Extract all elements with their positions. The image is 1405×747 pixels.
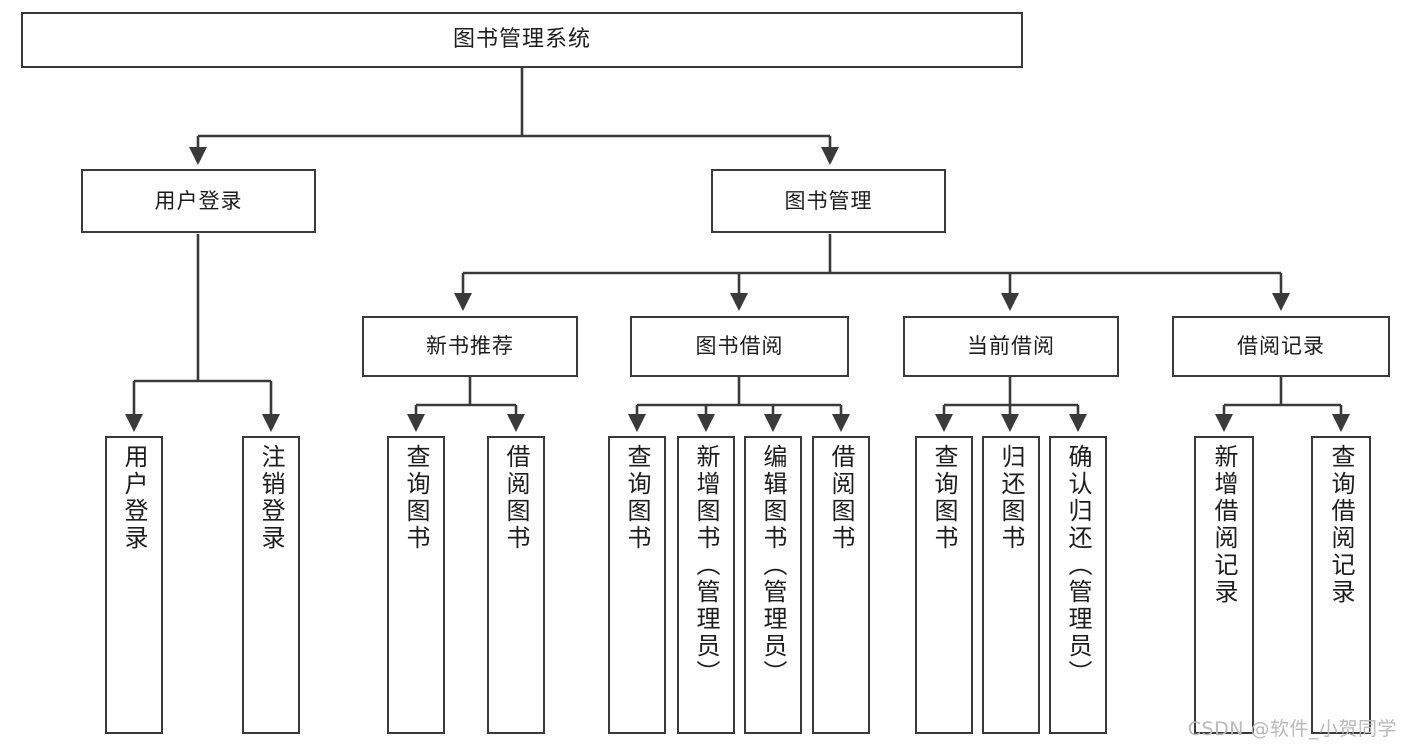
leaf-borrow-book-borrow[interactable]: 借阅图书	[812, 436, 870, 734]
leaf-add-book-admin[interactable]: 新增图书（管理员）	[677, 436, 735, 734]
node-current-borrow[interactable]: 当前借阅	[903, 316, 1119, 377]
node-label: 借阅图书	[502, 444, 530, 552]
leaf-user-login[interactable]: 用户登录	[105, 436, 163, 734]
node-label: 注销登录	[257, 444, 285, 552]
leaf-edit-book-admin[interactable]: 编辑图书（管理员）	[744, 436, 802, 734]
node-label: 用户登录	[154, 188, 243, 213]
leaf-query-borrow-record[interactable]: 查询借阅记录	[1311, 436, 1371, 734]
node-label: 查询图书	[930, 444, 958, 552]
node-user-login[interactable]: 用户登录	[81, 169, 316, 233]
leaf-confirm-return-admin[interactable]: 确认归还（管理员）	[1049, 436, 1107, 734]
node-borrow-record[interactable]: 借阅记录	[1172, 316, 1390, 377]
node-new-book-recommend[interactable]: 新书推荐	[362, 316, 578, 377]
node-label: 新增图书（管理员）	[692, 444, 720, 687]
node-label: 新书推荐	[426, 334, 514, 359]
leaf-query-book-current[interactable]: 查询图书	[915, 436, 973, 734]
node-book-management[interactable]: 图书管理	[711, 169, 946, 233]
leaf-return-book[interactable]: 归还图书	[982, 436, 1040, 734]
node-label: 图书借阅	[695, 334, 784, 359]
node-label: 图书管理系统	[452, 27, 591, 53]
leaf-add-borrow-record[interactable]: 新增借阅记录	[1194, 436, 1254, 734]
node-label: 用户登录	[120, 444, 148, 552]
node-label: 归还图书	[997, 444, 1025, 552]
node-label: 借阅图书	[827, 444, 855, 552]
leaf-query-book-recommend[interactable]: 查询图书	[387, 436, 445, 734]
node-label: 图书管理	[784, 188, 873, 213]
node-book-borrow[interactable]: 图书借阅	[630, 316, 849, 377]
node-label: 确认归还（管理员）	[1064, 444, 1092, 687]
node-label: 新增借阅记录	[1210, 444, 1238, 606]
node-label: 当前借阅	[967, 334, 1055, 359]
node-label: 查询图书	[402, 444, 430, 552]
node-label: 借阅记录	[1237, 334, 1325, 359]
leaf-logout[interactable]: 注销登录	[242, 436, 300, 734]
leaf-borrow-book-recommend[interactable]: 借阅图书	[487, 436, 545, 734]
leaf-query-book-borrow[interactable]: 查询图书	[608, 436, 666, 734]
node-label: 查询借阅记录	[1327, 444, 1355, 606]
node-root-library-system[interactable]: 图书管理系统	[21, 12, 1023, 68]
node-label: 查询图书	[623, 444, 651, 552]
node-label: 编辑图书（管理员）	[759, 444, 787, 687]
